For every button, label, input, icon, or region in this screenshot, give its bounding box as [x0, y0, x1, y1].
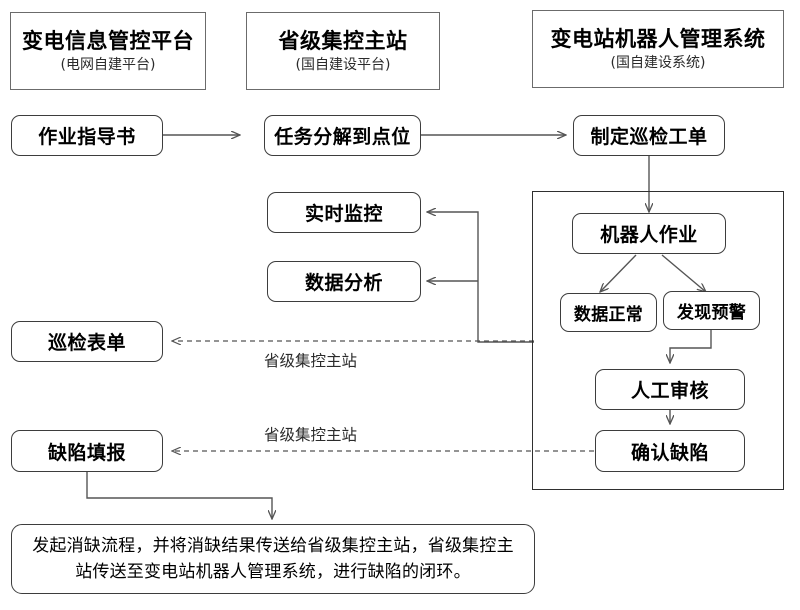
node-label: 机器人作业: [600, 224, 698, 246]
node-robot-operation[interactable]: 机器人作业: [572, 213, 726, 254]
node-realtime-monitoring[interactable]: 实时监控: [267, 192, 421, 233]
node-label: 数据分析: [304, 272, 383, 294]
edge-label-defect-channel: 省级集控主站: [264, 426, 358, 444]
node-confirm-defect[interactable]: 确认缺陷: [595, 430, 745, 472]
node-manual-review[interactable]: 人工审核: [595, 369, 745, 410]
summary-box: 发起消缺流程，并将消缺结果传送给省级集控主站，省级集控主站传送至变电站机器人管理…: [11, 524, 535, 594]
system-subtitle: (国自建设平台): [295, 56, 391, 73]
node-label: 确认缺陷: [630, 441, 709, 464]
system-title: 变电信息管控平台: [22, 28, 194, 53]
node-work-instruction[interactable]: 作业指导书: [11, 115, 163, 156]
system-subtitle: (国自建设系统): [610, 54, 706, 71]
node-label: 数据正常: [573, 305, 644, 325]
node-label: 作业指导书: [38, 126, 136, 148]
system-title: 省级集控主站: [278, 28, 408, 53]
summary-text: 发起消缺流程，并将消缺结果传送给省级集控主站，省级集控主站传送至变电站机器人管理…: [32, 535, 514, 582]
node-defect-report[interactable]: 缺陷填报: [11, 430, 163, 472]
edge-panel-to-monitoring: [427, 212, 534, 343]
node-data-normal[interactable]: 数据正常: [560, 293, 657, 332]
node-inspection-form[interactable]: 巡检表单: [11, 321, 163, 362]
node-data-analysis[interactable]: 数据分析: [267, 261, 421, 302]
edge-label-form-channel: 省级集控主站: [264, 352, 358, 370]
node-label: 巡检表单: [47, 332, 126, 354]
node-label: 人工审核: [630, 380, 709, 402]
system-title: 变电站机器人管理系统: [550, 26, 766, 51]
node-label: 制定巡检工单: [590, 126, 708, 148]
system-box-provincial-master: 省级集控主站 (国自建设平台): [246, 12, 440, 90]
node-label: 发现预警: [676, 303, 747, 323]
node-label: 缺陷填报: [47, 441, 126, 464]
node-label: 实时监控: [304, 203, 383, 225]
node-task-breakdown[interactable]: 任务分解到点位: [264, 115, 421, 156]
robot-management-panel: [532, 191, 784, 490]
edge-defect-to-summary: [86, 472, 272, 519]
node-create-work-order[interactable]: 制定巡检工单: [573, 115, 725, 156]
node-alarm-found[interactable]: 发现预警: [663, 291, 760, 330]
system-box-grid-platform: 变电信息管控平台 (电网自建平台): [10, 12, 206, 90]
system-subtitle: (电网自建平台): [60, 56, 156, 73]
node-label: 任务分解到点位: [274, 126, 411, 148]
system-box-robot-management: 变电站机器人管理系统 (国自建设系统): [532, 10, 784, 88]
